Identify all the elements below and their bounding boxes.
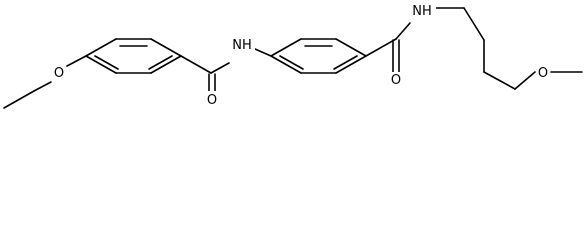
bond-ch2-ch2-a [463,7,485,41]
ring1-bond-c [150,38,182,57]
bond-ch2-ch2-c [483,71,516,90]
bond-ring2-carbonyl2 [365,38,397,57]
methoxy-oxygen-label: O [538,66,548,81]
ring2-double-2 [333,55,358,70]
ethoxy-group [3,55,87,109]
ring2-bond-a [270,38,302,57]
amide1-oxygen-label: O [207,93,217,108]
bond-ch2-o [514,71,536,90]
amide2-nh-label: NH [412,4,432,19]
ring2-bond-c [335,38,367,57]
benzene-ring-1 [85,38,182,74]
bond-ethyl-ch2-o [33,81,52,92]
ring1-bond-f [85,55,117,74]
ring1-bond-a [85,38,117,57]
ring2-bond-f [270,55,302,74]
bond-ethyl-ch3-ch2 [3,90,35,109]
bond-carbonyl1-n [210,62,230,74]
amide-group-1 [180,48,272,92]
amide1-nh-label: NH [232,38,252,53]
ring2-double-3 [279,55,304,70]
amide2-oxygen-label: O [391,73,401,88]
ring1-double-2 [148,55,173,70]
chemical-structure: O NH O NH O O [3,3,583,109]
ring2-bond-d [335,55,367,74]
bond-ring1-carbonyl1 [180,55,212,74]
methoxypropyl-chain [433,7,583,90]
amide-group-2 [365,22,411,73]
atom-labels: O NH O NH O O [52,3,550,108]
ring1-double-3 [94,55,119,70]
ether-oxygen-label: O [54,66,64,81]
ring1-bond-d [150,55,182,74]
bond-n1-ring2 [254,48,272,57]
bond-o-ring1 [66,55,87,67]
benzene-ring-2 [270,38,367,74]
bond-carbonyl2-n [395,22,411,40]
